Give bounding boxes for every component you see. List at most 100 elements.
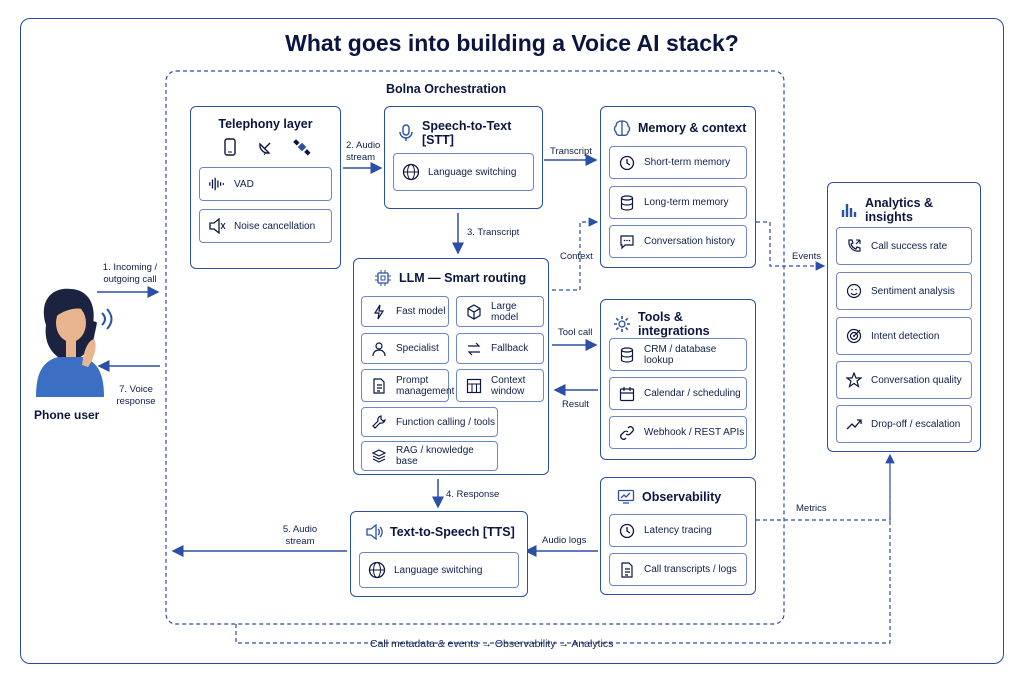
large-model-item: Large model [456, 296, 544, 327]
document-icon [370, 377, 388, 395]
stt-box: Speech-to-Text [STT] Language switching [384, 106, 543, 209]
globe-icon [402, 163, 420, 181]
short-term-memory-item: Short-term memory [609, 146, 747, 179]
clock-icon [618, 522, 636, 540]
latency-tracing-item: Latency tracing [609, 514, 747, 547]
prompt-management-item: Prompt management [361, 369, 455, 402]
observability-header: Observability [617, 488, 721, 506]
tts-title: Text-to-Speech [TTS] [390, 525, 515, 539]
stt-language-switching: Language switching [393, 153, 534, 191]
label-bottom-flow: Call metadata & events → Observability →… [370, 638, 614, 650]
chat-bubble-icon [618, 233, 636, 251]
phone-call-icon [845, 237, 863, 255]
phone-user-illustration [36, 288, 113, 397]
gear-icon [613, 315, 631, 333]
label-context: Context [560, 251, 593, 262]
cube-icon [465, 303, 483, 321]
monitor-chart-icon [617, 488, 635, 506]
cpu-chip-icon [374, 269, 392, 287]
swap-arrows-icon [465, 340, 483, 358]
long-term-memory-item: Long-term memory [609, 186, 747, 219]
tts-language-switching: Language switching [359, 552, 519, 588]
prompt-management-label: Prompt management [396, 374, 455, 397]
memory-title: Memory & context [638, 121, 747, 135]
crm-lookup-label: CRM / database lookup [644, 343, 717, 366]
call-transcripts-label: Call transcripts / logs [644, 564, 737, 575]
vad-label: VAD [234, 178, 254, 190]
webhook-rest-item: Webhook / REST APIs [609, 416, 747, 449]
document-icon [618, 561, 636, 579]
analytics-insights-box: Analytics & insights Call success rate S… [827, 182, 981, 452]
call-success-rate-label: Call success rate [871, 240, 948, 252]
context-window-label: Context window [491, 374, 526, 397]
link-icon [618, 424, 636, 442]
label-tool-call: Tool call [558, 327, 593, 338]
call-success-rate-item: Call success rate [836, 227, 972, 265]
stt-title: Speech-to-Text [STT] [422, 119, 512, 147]
star-icon [845, 371, 863, 389]
label-response: 4. Response [446, 489, 500, 500]
fallback-label: Fallback [491, 343, 529, 354]
label-metrics: Metrics [796, 503, 827, 514]
globe-icon [368, 561, 386, 579]
label-events: Events [792, 251, 822, 262]
lightning-icon [370, 303, 388, 321]
bar-chart-icon [840, 201, 858, 219]
function-calling-item: Function calling / tools [361, 407, 498, 437]
phone-user-label: Phone user [34, 408, 100, 422]
wrench-icon [370, 413, 388, 431]
fast-model-item: Fast model [361, 296, 449, 327]
telephony-title: Telephony layer [218, 117, 313, 131]
orchestration-label: Bolna Orchestration [386, 82, 507, 96]
sentiment-analysis-label: Sentiment analysis [871, 285, 955, 297]
label-transcript: Transcript [550, 146, 592, 157]
tts-language-switching-label: Language switching [394, 564, 483, 576]
llm-header: LLM — Smart routing [374, 269, 526, 287]
webhook-rest-label: Webhook / REST APIs [644, 427, 745, 438]
telephony-layer-box: Telephony layer VAD Noise cancellation [190, 106, 341, 269]
fallback-item: Fallback [456, 333, 544, 364]
waveform-icon [208, 175, 226, 193]
calendar-scheduling-item: Calendar / scheduling [609, 377, 747, 410]
context-window-item: Context window [456, 369, 544, 402]
conversation-history-label: Conversation history [644, 236, 736, 247]
tts-box: Text-to-Speech [TTS] Language switching [350, 511, 528, 597]
label-audio-stream-out: 5. Audio stream [282, 524, 318, 547]
label-result: Result [562, 399, 589, 410]
sentiment-analysis-item: Sentiment analysis [836, 272, 972, 310]
call-transcripts-item: Call transcripts / logs [609, 553, 747, 586]
speaker-mute-icon [208, 217, 226, 235]
noise-cancellation-item: Noise cancellation [199, 209, 332, 243]
conversation-quality-label: Conversation quality [871, 374, 962, 386]
stt-header: Speech-to-Text [STT] [397, 119, 542, 147]
short-term-memory-label: Short-term memory [644, 157, 731, 168]
drop-off-escalation-label: Drop-off / escalation [871, 418, 961, 430]
outer-frame [20, 18, 1004, 664]
noise-cancellation-label: Noise cancellation [234, 220, 316, 232]
phone-icon [221, 138, 239, 156]
satellite-dish-icon [257, 138, 275, 156]
person-icon [370, 340, 388, 358]
crm-lookup-item: CRM / database lookup [609, 338, 747, 371]
stt-language-switching-label: Language switching [428, 166, 517, 178]
target-icon [845, 327, 863, 345]
drop-off-escalation-item: Drop-off / escalation [836, 405, 972, 443]
llm-title: LLM — Smart routing [399, 271, 527, 285]
brain-icon [613, 119, 631, 137]
database-icon [618, 194, 636, 212]
calendar-icon [618, 385, 636, 403]
microphone-icon [397, 124, 415, 142]
tools-title: Tools & integrations [638, 310, 710, 338]
function-calling-label: Function calling / tools [396, 416, 495, 428]
clock-icon [618, 154, 636, 172]
analytics-header: Analytics & insights [840, 196, 980, 224]
rag-knowledge-base-item: RAG / knowledge base [361, 441, 498, 471]
rag-knowledge-base-label: RAG / knowledge base [396, 445, 474, 467]
label-voice-response: 7. Voice response [116, 384, 156, 407]
satellite-icon [293, 138, 311, 156]
conversation-quality-item: Conversation quality [836, 361, 972, 399]
memory-header: Memory & context [613, 119, 746, 137]
database-icon [618, 346, 636, 364]
long-term-memory-label: Long-term memory [644, 197, 729, 208]
smiley-icon [845, 282, 863, 300]
